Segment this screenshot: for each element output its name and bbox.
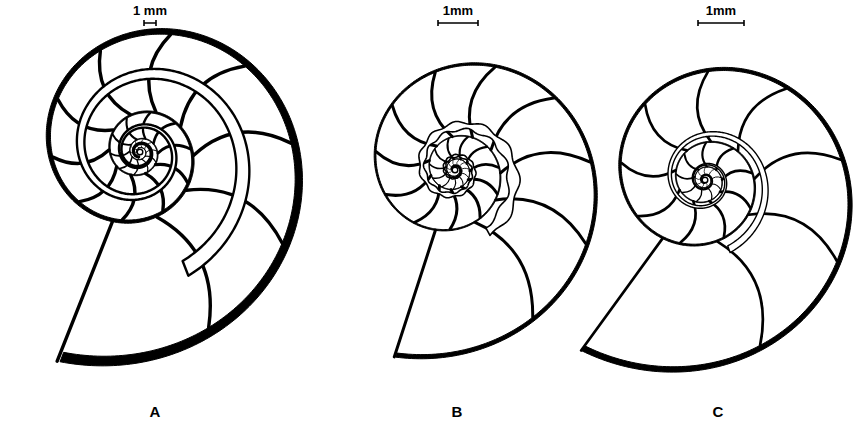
septum [749, 214, 837, 261]
shell-a [46, 29, 302, 366]
shell-wall [582, 67, 852, 372]
siphuncle [419, 121, 520, 235]
panel-letter: B [452, 404, 463, 419]
septum [755, 153, 841, 179]
panel-letter: A [150, 404, 161, 419]
scale-bar [438, 20, 478, 26]
panel-letter: C [713, 404, 724, 419]
septum [157, 217, 211, 328]
septum [718, 242, 763, 346]
aperture-edge [394, 230, 435, 357]
scale-label: 1 mm [133, 4, 167, 17]
shell-wall [374, 63, 597, 359]
shell-c [581, 67, 852, 372]
septum [645, 105, 687, 151]
protoconch [452, 167, 458, 173]
scale-label: 1mm [706, 4, 736, 17]
aperture-edge [57, 222, 112, 362]
scale-bars [144, 20, 744, 26]
protoconch [137, 149, 143, 155]
aperture-edge [581, 239, 662, 351]
shell-wall [46, 29, 302, 366]
scale-label: 1mm [443, 4, 473, 17]
septum [738, 89, 786, 151]
siphuncle [668, 132, 768, 253]
shell-b [374, 63, 597, 359]
scale-bar [144, 20, 156, 26]
septum [475, 222, 533, 317]
septum [697, 72, 711, 142]
scale-bar [698, 20, 744, 26]
protoconch [702, 177, 708, 183]
